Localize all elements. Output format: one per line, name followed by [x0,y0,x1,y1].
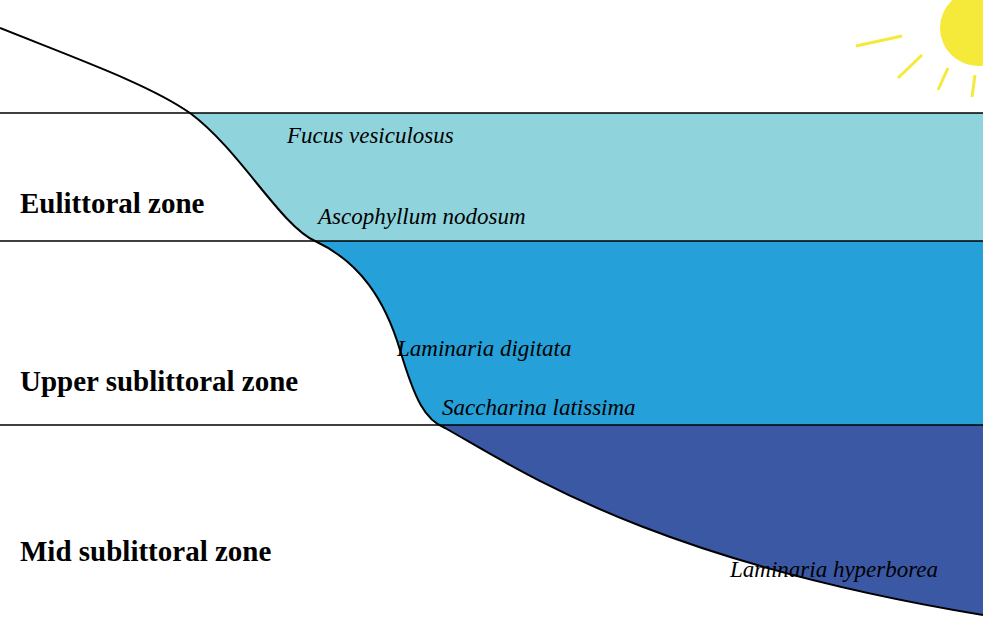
zone-band: Eulittoral zone Fucus vesiculosusAscophyl… [0,113,983,241]
land [0,28,983,625]
zone-boundary [0,112,983,114]
species-label: Laminaria digitata [397,336,571,362]
sun-ray [938,68,948,90]
shoreline [0,28,983,615]
species-label: Saccharina latissima [442,395,636,421]
sun-ray [856,36,902,46]
species-label: Fucus vesiculosus [287,123,454,149]
zone-label: Upper sublittoral zone [20,365,298,398]
zone-boundary [0,424,983,426]
zone-band: Mid sublittoral zoneLaminaria hyperborea [0,425,983,625]
species-label: Laminaria hyperborea [730,557,938,583]
sun-ray [898,55,922,78]
zone-boundary [0,240,983,242]
zone-label: Mid sublittoral zone [20,535,271,568]
zone-band: Upper sublittoral zone Laminaria digitata… [0,241,983,425]
sun-ray [972,75,975,97]
sun [940,0,983,66]
zone-label: Eulittoral zone [20,187,204,220]
species-label: Ascophyllum nodosum [318,204,526,230]
